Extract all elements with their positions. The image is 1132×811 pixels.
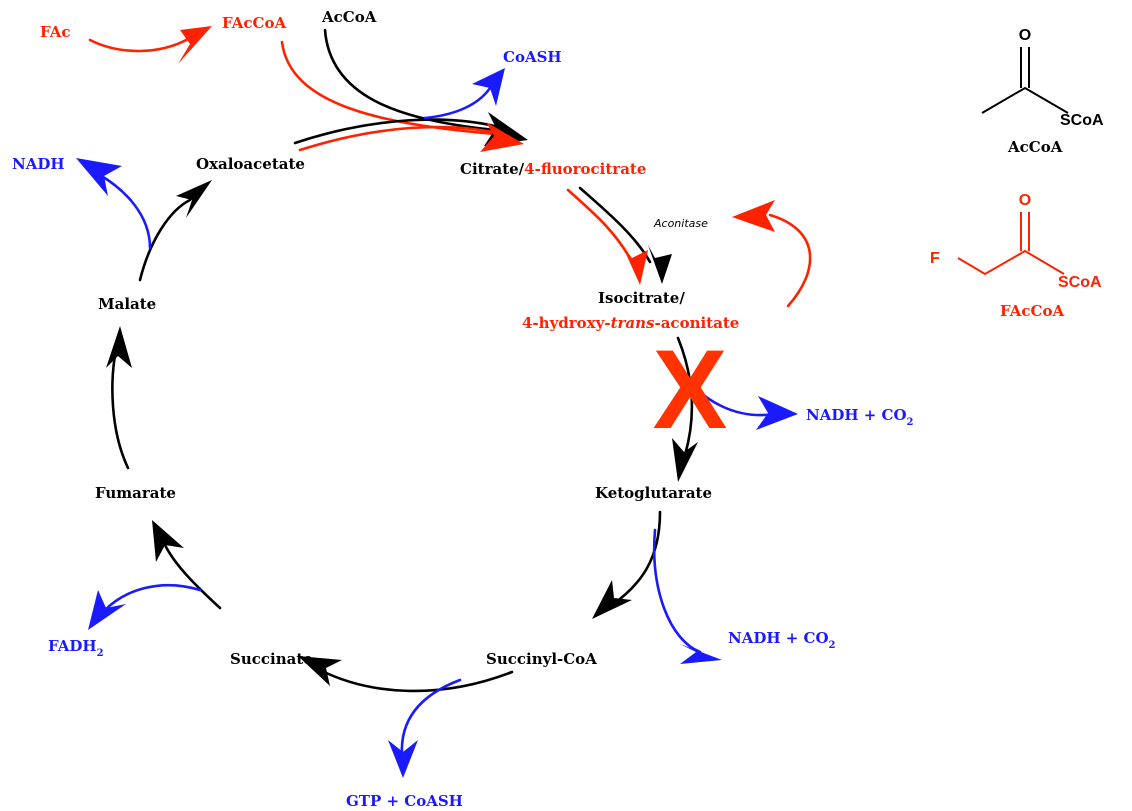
label-nadh-co2-ketoglutarate: NADH + CO2 xyxy=(728,629,836,651)
label-fac: FAc xyxy=(40,23,71,41)
arrow-citrate-to-isocitrate xyxy=(566,186,672,285)
arrow-malate-to-oxaloacetate xyxy=(138,180,212,282)
arrow-nadh-co2-ketoglutarate xyxy=(652,528,722,664)
label-aconitase: Aconitase xyxy=(653,217,708,230)
arrow-fac-to-faccoa xyxy=(88,26,212,64)
structure-faccoa: F O SCoA FAcCoA xyxy=(930,192,1102,320)
arrow-faccoa-to-fluorocitrate xyxy=(280,40,497,136)
faccoa-fluorine: F xyxy=(930,250,940,267)
structure-accoa: O SCoA AcCoA xyxy=(981,27,1104,156)
label-hydroxy-aconitate: 4-hydroxy-trans-aconitate xyxy=(522,314,739,332)
accoa-name: AcCoA xyxy=(1007,138,1063,156)
arrow-fumarate-to-malate xyxy=(106,326,132,470)
label-oxaloacetate: Oxaloacetate xyxy=(196,155,305,173)
arrow-nadh-malate xyxy=(76,158,152,250)
arrow-succinylcoa-to-succinate xyxy=(298,656,514,693)
accoa-scoa: SCoA xyxy=(1060,112,1104,129)
faccoa-oxygen: O xyxy=(1019,192,1031,209)
label-gtp-coash: GTP + CoASH xyxy=(346,792,463,810)
label-faccoa: FAcCoA xyxy=(222,14,286,32)
arrow-nadh-co2-isocitrate xyxy=(686,378,798,430)
arrow-accoa-to-citrate xyxy=(323,28,497,132)
faccoa-name: FAcCoA xyxy=(1000,302,1064,320)
inhibition-x-mark: X xyxy=(653,327,728,452)
label-coash: CoASH xyxy=(503,48,562,66)
faccoa-scoa: SCoA xyxy=(1058,274,1102,291)
label-nadh-malate: NADH xyxy=(12,155,65,173)
label-nadh-co2-isocitrate: NADH + CO2 xyxy=(806,406,914,428)
label-succinate: Succinate xyxy=(230,650,313,668)
label-succinylcoa: Succinyl-CoA xyxy=(486,650,597,668)
arrow-gtp-coash xyxy=(388,678,462,778)
label-fadh2: FADH2 xyxy=(48,637,104,659)
label-isocitrate: Isocitrate/ xyxy=(598,289,685,307)
arrow-succinate-to-fumarate xyxy=(152,520,222,610)
arrow-oxaloacetate-to-citrate xyxy=(293,112,528,152)
accoa-oxygen: O xyxy=(1019,27,1031,44)
arrow-ketoglutarate-to-succinylcoa xyxy=(592,510,662,619)
label-malate: Malate xyxy=(98,295,156,313)
label-fumarate: Fumarate xyxy=(95,484,176,502)
arrow-fadh2 xyxy=(88,583,202,630)
arrow-coash-release xyxy=(423,68,505,120)
arrow-aconitase-dehydration xyxy=(732,200,812,308)
label-citrate: Citrate/4-fluorocitrate xyxy=(460,160,646,178)
arrow-isocitrate-to-ketoglutarate xyxy=(672,336,698,482)
label-accoa: AcCoA xyxy=(321,8,377,26)
label-ketoglutarate: Ketoglutarate xyxy=(595,484,712,502)
